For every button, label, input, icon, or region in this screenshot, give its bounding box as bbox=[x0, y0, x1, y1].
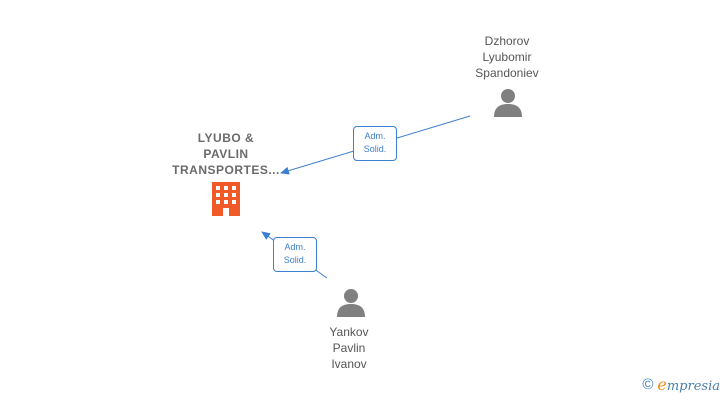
person-2-line-2: Pavlin bbox=[332, 341, 366, 355]
company-name-line-2: PAVLIN bbox=[203, 147, 249, 161]
empresia-logo: © empresia bbox=[642, 375, 720, 394]
edge-1-line-2: Solid. bbox=[363, 144, 387, 154]
edge-2-line-2: Solid. bbox=[283, 255, 307, 265]
person-icon[interactable] bbox=[492, 88, 524, 123]
brand-initial: e bbox=[657, 375, 667, 394]
edge-label-adm-solid[interactable]: Adm. Solid. bbox=[353, 126, 397, 161]
person-1-line-3: Spandoniev bbox=[475, 66, 539, 80]
edge-1-line-1: Adm. bbox=[364, 131, 386, 141]
company-name[interactable]: LYUBO & PAVLIN TRANSPORTES... bbox=[156, 130, 296, 178]
company-name-line-1: LYUBO & bbox=[197, 131, 255, 145]
person-1-line-2: Lyubomir bbox=[482, 50, 532, 64]
person-icon[interactable] bbox=[335, 288, 367, 323]
company-name-line-3: TRANSPORTES... bbox=[172, 163, 280, 177]
building-icon[interactable] bbox=[210, 181, 242, 222]
edge-label-adm-solid[interactable]: Adm. Solid. bbox=[273, 237, 317, 272]
person-name-dzhorov[interactable]: Dzhorov Lyubomir Spandoniev bbox=[447, 33, 567, 81]
edge-2-line-1: Adm. bbox=[284, 242, 306, 252]
person-1-line-1: Dzhorov bbox=[484, 34, 530, 48]
brand-name: mpresia bbox=[666, 379, 720, 394]
person-2-line-1: Yankov bbox=[329, 325, 369, 339]
person-name-yankov[interactable]: Yankov Pavlin Ivanov bbox=[289, 324, 409, 372]
person-2-line-3: Ivanov bbox=[331, 357, 367, 371]
copyright-icon: © bbox=[642, 376, 654, 393]
